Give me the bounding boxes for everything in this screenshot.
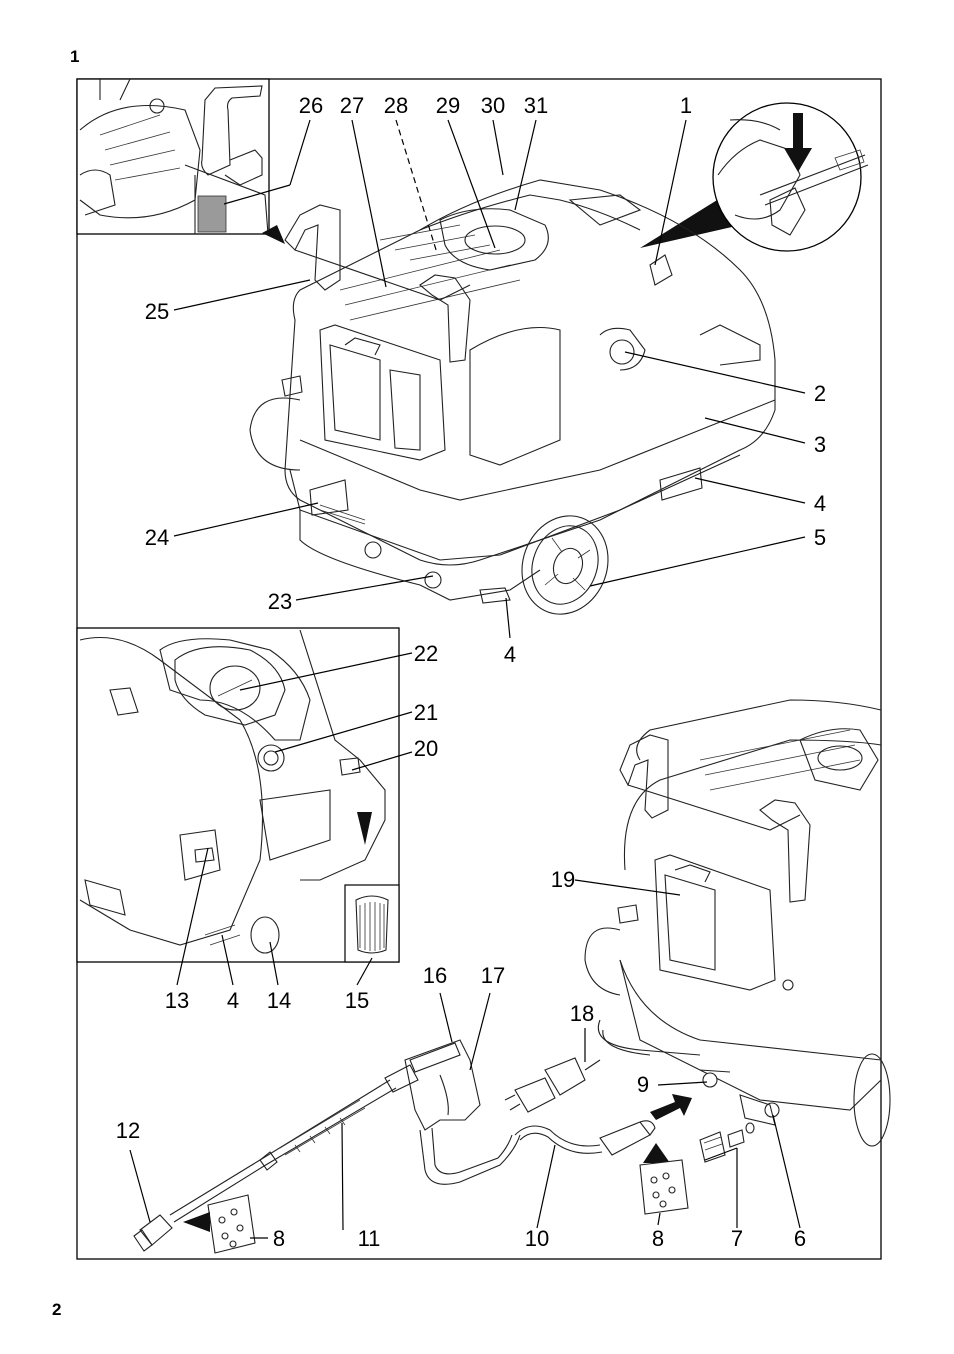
hose-coupling: [599, 1094, 692, 1156]
callout-4: 4: [814, 491, 826, 516]
nozzle-card-right: [639, 1143, 689, 1215]
down-arrow-icon: [784, 113, 812, 172]
callout-8b: 8: [652, 1226, 664, 1251]
callout-12: 12: [116, 1118, 140, 1143]
callout-25: 25: [145, 299, 169, 324]
callout-31: 31: [524, 93, 548, 118]
callout-labels: 1 2 3 4 5 6 7 8 9 10 11 12 13 4 14 15 16…: [116, 93, 826, 1251]
callout-4c: 4: [504, 642, 516, 667]
callout-13: 13: [165, 988, 189, 1013]
callout-26: 26: [299, 93, 323, 118]
callout-11: 11: [358, 1226, 381, 1251]
callout-3: 3: [814, 432, 826, 457]
high-pressure-hose: [514, 1125, 601, 1147]
callout-18: 18: [570, 1001, 594, 1026]
callout-17: 17: [481, 963, 505, 988]
machine-main-view: [249, 179, 776, 615]
callout-8: 8: [273, 1226, 285, 1251]
callout-24: 24: [145, 525, 169, 550]
figure-number: 1: [70, 47, 80, 66]
power-plug: [504, 1057, 601, 1113]
callout-23: 23: [268, 589, 292, 614]
insert-arrow-icon: [650, 1094, 692, 1120]
callout-5: 5: [814, 525, 826, 550]
callout-9: 9: [637, 1072, 649, 1097]
inset-mid-left-control-panel: [76, 627, 400, 963]
callout-6: 6: [794, 1226, 806, 1251]
callout-1: 1: [680, 93, 692, 118]
callout-29: 29: [436, 93, 460, 118]
filter-pointer-arrow: [357, 812, 372, 845]
filter-inset-box: [344, 884, 400, 963]
wheel: [521, 515, 609, 615]
leader-lines: [129, 119, 806, 1239]
inset-top-right-circle: [640, 102, 869, 252]
connector-parts: [699, 1122, 755, 1163]
callout-15: 15: [345, 988, 369, 1013]
machine-rear-view: [584, 699, 891, 1147]
page-number: 2: [52, 1300, 62, 1319]
callout-30: 30: [481, 93, 505, 118]
callout-10: 10: [525, 1226, 549, 1251]
callout-21: 21: [414, 700, 438, 725]
callout-28: 28: [384, 93, 408, 118]
callout-2: 2: [814, 381, 826, 406]
spray-gun: [404, 1039, 521, 1185]
callout-20: 20: [414, 736, 438, 761]
callout-16: 16: [423, 963, 447, 988]
callout-14: 14: [267, 988, 291, 1013]
inset-top-left-hook-detail: [76, 78, 270, 235]
inset-pointer-arrow: [262, 225, 285, 244]
nozzle-card-left: [183, 1194, 256, 1254]
callout-7: 7: [731, 1226, 743, 1251]
callout-27: 27: [340, 93, 364, 118]
callout-22: 22: [414, 641, 438, 666]
callout-4b: 4: [227, 988, 239, 1013]
callout-19: 19: [551, 867, 575, 892]
spray-lance: [133, 1064, 419, 1252]
